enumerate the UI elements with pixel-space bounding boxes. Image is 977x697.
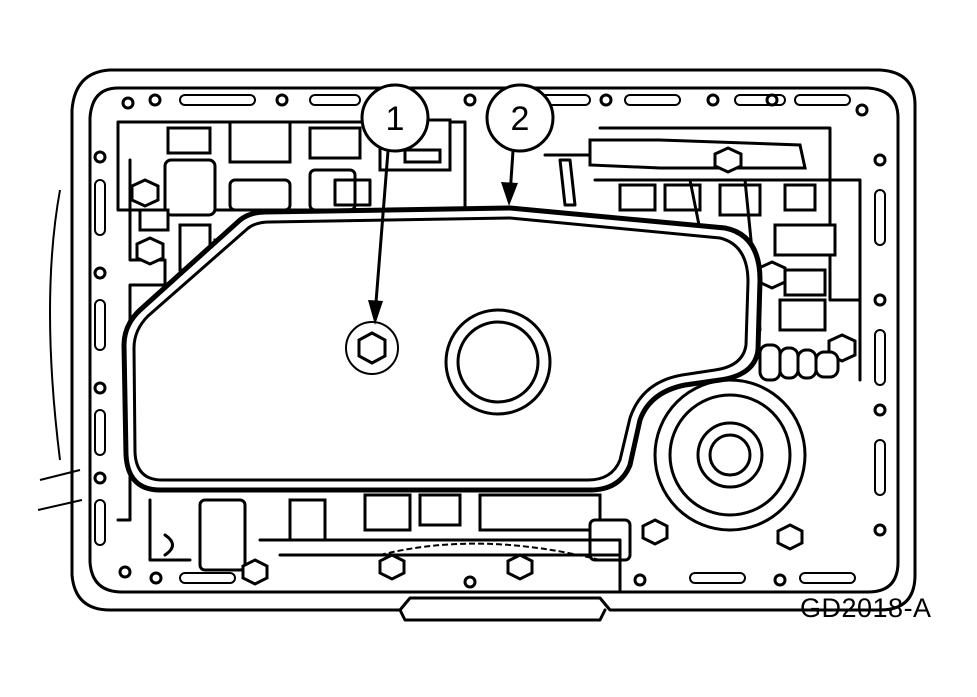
figure-id-label: GD2018-A [800, 593, 932, 623]
case-pan-flange [37, 68, 917, 622]
transmission-filter [121, 205, 763, 493]
callout-2-label: 2 [511, 100, 530, 138]
tube-fitting [758, 343, 840, 382]
callout-1: 1 [360, 83, 430, 325]
pump-hub [653, 378, 807, 532]
callout-1-label: 1 [386, 100, 405, 138]
callout-2: 2 [485, 83, 555, 206]
flange-bolt-holes [93, 93, 887, 589]
